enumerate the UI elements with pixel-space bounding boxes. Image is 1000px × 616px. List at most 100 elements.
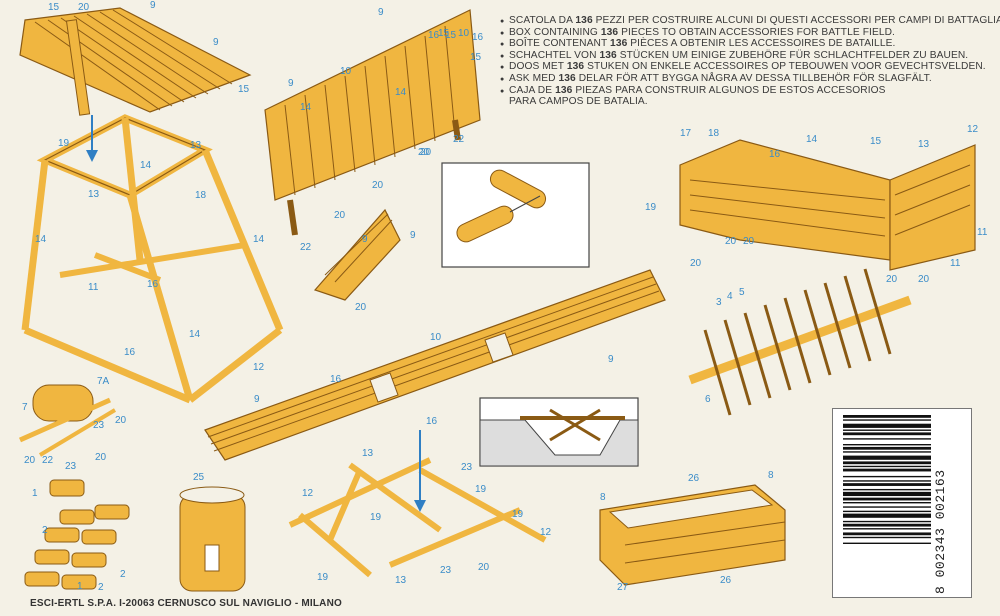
part-number: 13	[362, 448, 374, 459]
info-line: ●BOX CONTAINING 136 PIECES TO OBTAIN ACC…	[500, 26, 990, 40]
part-number: 20	[24, 455, 36, 466]
part-number: 19	[370, 512, 382, 523]
barcode-bar	[843, 419, 931, 421]
part-number: 16	[426, 416, 438, 427]
info-text: SCHACHTEL VON	[509, 49, 600, 61]
part-number: 12	[253, 362, 265, 373]
piece-count: 136	[610, 38, 628, 50]
part-number: 17	[680, 128, 692, 139]
part-number: 13	[395, 575, 407, 586]
part-number: 7A	[97, 376, 110, 387]
part-number: 19	[475, 484, 487, 495]
barcode-bar	[843, 513, 931, 518]
info-text: BOX CONTAINING	[509, 26, 601, 38]
barcode-bars	[843, 415, 931, 544]
info-text: PEZZI PER COSTRUIRE ALCUNI DI QUESTI ACC…	[592, 15, 1000, 26]
barcode-bar	[843, 465, 931, 468]
part-number: 13	[918, 139, 930, 150]
info-text: DOOS MET	[509, 61, 567, 73]
part-number: 20	[95, 452, 107, 463]
info-line: ●BOÎTE CONTENANT 136 PIÈCES A OBTENIR LE…	[500, 38, 990, 51]
part-number: 12	[967, 124, 979, 135]
part-number: 5	[739, 287, 745, 298]
part-number: 19	[58, 138, 70, 149]
palisade-wall-illustration	[264, 9, 481, 236]
part-number: 9	[150, 0, 156, 11]
part-number: 20	[115, 415, 127, 426]
manufacturer-footer: ESCI-ERTL S.P.A. I-20063 CERNUSCO SUL NA…	[30, 598, 342, 609]
part-number: 15	[470, 52, 482, 63]
barcode: 8 002343 002163	[832, 408, 972, 598]
barcode-bar	[843, 455, 931, 460]
barcode-bar	[843, 429, 931, 431]
part-number: 15	[238, 84, 250, 95]
info-line: ●DOOS MET 136 STUKEN ON ENKELE ACCESSOIR…	[500, 62, 990, 74]
joint-detail-box	[441, 162, 590, 268]
tower-arrow	[86, 115, 98, 162]
barcode-bar	[843, 536, 931, 539]
barcode-bar	[843, 506, 931, 508]
part-number: 12	[302, 488, 314, 499]
part-number: 27	[617, 582, 629, 593]
part-number: 9	[410, 230, 416, 241]
bullet-icon: ●	[500, 18, 505, 25]
part-number: 14	[395, 87, 407, 98]
barcode-bar	[843, 502, 931, 504]
pack-contents-text: ●SCATOLA DA 136 PEZZI PER COSTRUIRE ALCU…	[500, 15, 1000, 108]
barcode-bar	[843, 497, 931, 501]
info-line: ●CAJA DE 136 PIEZAS PARA CONSTRUIR ALGUN…	[500, 85, 990, 98]
part-number: 22	[300, 242, 312, 253]
bullet-icon: ●	[500, 75, 505, 83]
barcode-bar	[843, 446, 931, 450]
barcode-bar	[843, 461, 931, 465]
part-number: 20	[355, 302, 367, 313]
part-number: 20	[420, 147, 432, 158]
part-number: 9	[362, 234, 368, 245]
info-line: ●SCATOLA DA 136 PEZZI PER COSTRUIRE ALCU…	[500, 15, 1000, 28]
part-number: 11	[88, 282, 99, 293]
piece-count: 136	[599, 49, 617, 61]
part-number: 9	[254, 394, 260, 405]
part-number: 10	[430, 332, 442, 343]
part-number: 18	[708, 128, 720, 139]
part-number: 12	[540, 527, 552, 538]
barcode-bar	[843, 468, 931, 472]
info-text: PIÈCES A OBTENIR LES ACCESSOIRES DE BATA…	[627, 38, 896, 50]
info-text: PARA CAMPOS DE BATALIA.	[509, 96, 648, 108]
info-text: BOÎTE CONTENANT	[509, 38, 611, 50]
barcode-bar	[843, 444, 931, 446]
part-number: 23	[461, 462, 473, 473]
part-number: 8	[600, 492, 606, 503]
piece-count: 136	[566, 61, 585, 73]
part-number: 15	[870, 136, 882, 147]
barcode-digits: 8 002343 002163	[933, 469, 948, 594]
barcode-bar	[843, 491, 931, 497]
part-number: 16	[330, 374, 342, 385]
part-number: 20	[372, 180, 384, 191]
part-number: 23	[65, 461, 77, 472]
part-number: 14	[189, 329, 201, 340]
part-number: 2	[98, 582, 104, 593]
piece-count: 136	[600, 26, 619, 38]
trough-illustration	[599, 484, 786, 586]
siege-frame-arrow	[414, 430, 426, 512]
part-number: 9	[288, 78, 294, 89]
part-number: 10	[340, 66, 352, 77]
barcode-bar	[843, 523, 931, 527]
raft-platform-illustration	[19, 7, 252, 116]
piece-count: 136	[558, 72, 576, 84]
bullet-icon: ●	[500, 87, 505, 95]
barcode-bar	[843, 510, 931, 513]
part-number: 20	[725, 236, 737, 247]
bullet-icon: ●	[500, 29, 505, 37]
part-number: 14	[140, 160, 152, 171]
part-number: 20	[886, 274, 898, 285]
barcode-bar	[843, 520, 931, 523]
part-number: 15	[438, 28, 450, 39]
part-number: 20	[418, 147, 430, 158]
part-number: 19	[512, 509, 524, 520]
barrel-cart-illustration	[18, 384, 117, 457]
barcode-bar	[843, 432, 931, 436]
part-number: 26	[688, 473, 700, 484]
